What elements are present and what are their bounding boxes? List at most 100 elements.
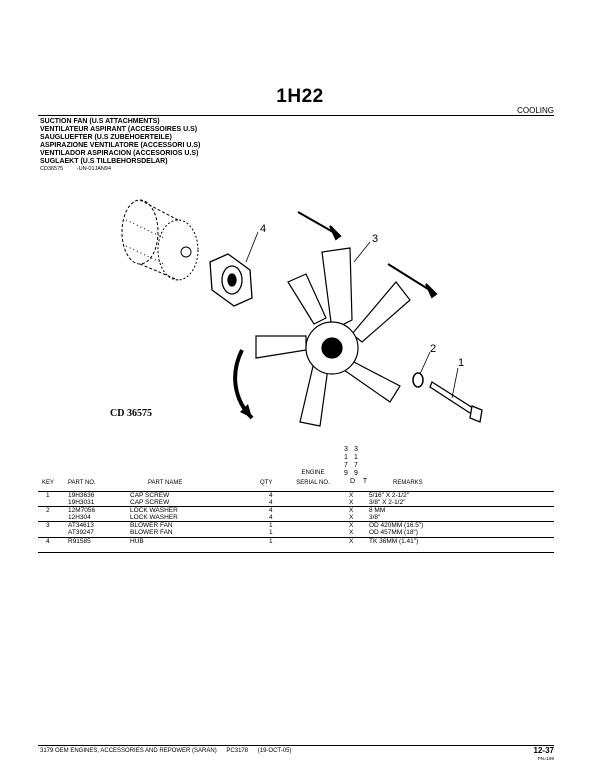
footer-date: (19-OCT-05) [257, 748, 292, 754]
footer-rule [38, 745, 554, 746]
serial-code-d3: 7 [344, 462, 348, 469]
rotation-arrow [233, 349, 254, 420]
col-remarks: REMARKS [393, 480, 423, 486]
group-title-fr: VENTILATEUR ASPIRANT (ACCESSOIRES U.S) [40, 126, 198, 133]
row-part-name: CAP SCREW [130, 492, 170, 499]
callout-2: 2 [430, 343, 436, 355]
table-header: KEY PART NO. PART NAME QTY ENGINE SERIAL… [38, 470, 554, 490]
figure-reference: CD36575 -UN-01JAN94 [40, 166, 111, 172]
row-key: 2 [46, 507, 50, 515]
group-titles: SUCTION FAN (U.S ATTACHMENTS) VENTILATEU… [40, 118, 200, 166]
row-part-no: 12H304 [68, 513, 91, 521]
airflow-arrows [297, 211, 438, 299]
row-part-name: CAP SCREW [130, 498, 170, 506]
rotation-arrowhead [240, 404, 252, 418]
diagram-svg: 4 3 2 1 CD 36575 [110, 199, 483, 427]
serial-code-t3: 7 [354, 462, 358, 469]
serial-code-d4: 9 [344, 470, 348, 477]
col-serial-no: SERIAL NO. [296, 480, 330, 486]
row-mark: X [349, 528, 354, 536]
hub-part [209, 253, 253, 307]
row-mark: X [349, 507, 354, 515]
row-part-no: 12M7056 [68, 507, 96, 515]
col-part-name: PART NAME [148, 480, 183, 486]
table-row: AT39247 BLOWER FAN 1 X OD 457MM (18") [38, 529, 554, 537]
col-qty: QTY [260, 480, 273, 486]
table-row: 4 R91585 HUB 1 X TK 36MM (1.41") [38, 536, 554, 545]
row-remarks: OD 420MM (16.5") [369, 522, 424, 530]
serial-code-d2: 1 [344, 454, 348, 461]
col-dt: D T [350, 478, 371, 485]
row-key: 4 [46, 537, 50, 545]
table-row: 19H3031 CAP SCREW 4 X 3/8" X 2-1/2" [38, 499, 554, 507]
serial-code-t1: 3 [354, 446, 358, 453]
row-key: 3 [46, 522, 50, 530]
row-part-name: BLOWER FAN [130, 528, 173, 536]
fan-part [255, 247, 411, 427]
footer-info: 3179 OEM ENGINES, ACCESSORIES AND REPOWE… [40, 748, 299, 754]
row-key: 1 [46, 492, 50, 499]
header-rule [38, 115, 554, 116]
section-label: COOLING [517, 106, 554, 115]
row-mark: X [349, 537, 354, 545]
row-part-name: HUB [130, 537, 144, 545]
row-part-name: LOCK WASHER [130, 507, 178, 515]
table-end-rule [38, 552, 554, 553]
row-remarks: 3/8" X 2-1/2" [369, 498, 406, 506]
row-remarks: TK 36MM (1.41") [369, 537, 419, 545]
parts-table: 1 19H3636 CAP SCREW 4 X 5/16" X 2-1/2" 1… [38, 491, 554, 545]
row-qty: 4 [269, 498, 273, 506]
footer-catalog: 3179 OEM ENGINES, ACCESSORIES AND REPOWE… [40, 748, 217, 754]
form-code: PN=199 [537, 756, 554, 761]
row-part-no: AT39247 [68, 528, 94, 536]
page-title: 1H22 [276, 86, 324, 107]
lock-washer-part [412, 372, 424, 388]
figure-date: -UN-01JAN94 [76, 166, 112, 172]
page-number: 12-37 [533, 746, 554, 755]
row-part-name: BLOWER FAN [130, 522, 173, 530]
row-part-name: LOCK WASHER [130, 513, 178, 521]
row-part-no: 19H3031 [68, 498, 95, 506]
serial-code-t2: 1 [354, 454, 358, 461]
row-part-no: AT34613 [68, 522, 94, 530]
cap-screw-part [429, 381, 483, 423]
col-part-no: PART NO. [68, 480, 96, 486]
table-row: 1 19H3636 CAP SCREW 4 X 5/16" X 2-1/2" [38, 491, 554, 499]
row-qty: 4 [269, 507, 273, 515]
row-remarks: 8 MM [369, 507, 386, 515]
footer-code: PC3178 [226, 748, 249, 754]
row-mark: X [349, 498, 354, 506]
callout-3: 3 [372, 233, 378, 245]
col-key: KEY [42, 480, 55, 486]
callout-leaders [245, 231, 459, 399]
exploded-diagram: 4 3 2 1 CD 36575 [100, 190, 510, 430]
row-qty: 4 [269, 513, 273, 521]
group-title-es: VENTILADOR ASPIRACION (ACCESORIOS U.S) [40, 150, 199, 157]
group-title-en: SUCTION FAN (U.S ATTACHMENTS) [40, 118, 160, 125]
row-mark: X [349, 492, 354, 499]
group-title-sv: SUGLAEKT (U.S TILLBEHORSDELAR) [40, 158, 168, 165]
row-qty: 4 [269, 492, 273, 499]
group-title-de: SAUGLUEFTER (U.S ZUBEHOERTEILE) [40, 134, 172, 141]
group-title-it: ASPIRAZIONE VENTILATORE (ACCESSORI U.S) [40, 142, 201, 149]
diagram-label: CD 36575 [110, 408, 152, 419]
figure-code: CD36575 [40, 166, 64, 172]
serial-code-d1: 3 [344, 446, 348, 453]
engine-housing [121, 199, 199, 281]
table-row: 12H304 LOCK WASHER 4 X 3/8" [38, 514, 554, 522]
row-mark: X [349, 513, 354, 521]
row-qty: 1 [269, 522, 273, 530]
col-engine: ENGINE [301, 470, 325, 476]
serial-code-t4: 9 [354, 470, 358, 477]
row-qty: 1 [269, 528, 273, 536]
row-qty: 1 [269, 537, 273, 545]
callout-4: 4 [260, 223, 266, 235]
row-mark: X [349, 522, 354, 530]
row-part-no: R91585 [68, 537, 91, 545]
table-row: 2 12M7056 LOCK WASHER 4 X 8 MM [38, 506, 554, 514]
row-remarks: 3/8" [369, 513, 381, 521]
table-row: 3 AT34613 BLOWER FAN 1 X OD 420MM (16.5"… [38, 521, 554, 529]
row-remarks: OD 457MM (18") [369, 528, 418, 536]
row-remarks: 5/16" X 2-1/2" [369, 492, 410, 499]
